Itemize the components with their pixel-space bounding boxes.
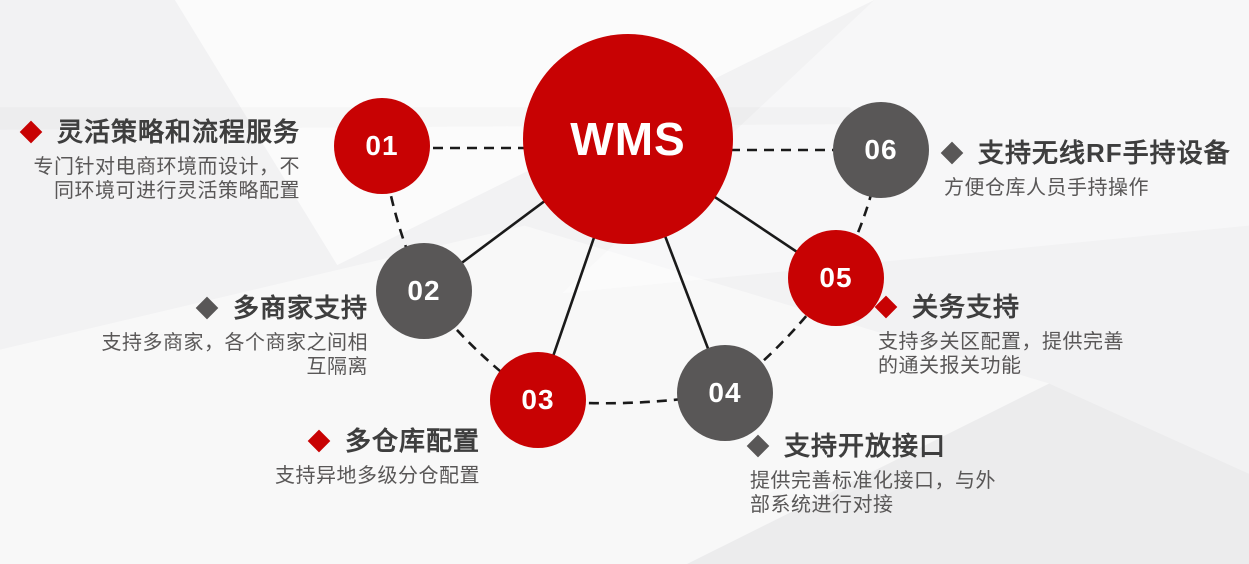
wms-label: WMS [570, 113, 686, 165]
diamond-bullet-icon [19, 120, 43, 144]
node-number: 06 [864, 134, 898, 165]
feature-desc-line: 支持多商家，各个商家之间相 [101, 332, 368, 354]
feature-desc-line: 方便仓库人员手持操作 [944, 177, 1149, 199]
diamond-bullet-icon [195, 296, 219, 320]
feature-desc-line: 互隔离 [306, 356, 368, 378]
feature-title: 支持无线RF手持设备 [978, 138, 1231, 168]
feature-desc-line: 部系统进行对接 [750, 494, 894, 516]
diamond-bullet-icon [307, 429, 331, 453]
feature-block-05: 关务支持 支持多关区配置，提供完善 的通关报关功能 [874, 291, 1124, 378]
diamond-bullet-icon [940, 141, 964, 165]
node-number: 03 [521, 384, 555, 415]
node-circle-06: 06 [833, 102, 929, 198]
feature-title: 灵活策略和流程服务 [56, 117, 300, 147]
node-circle-02: 02 [376, 243, 472, 339]
feature-block-03: 多仓库配置 支持异地多级分仓配置 [275, 425, 480, 488]
feature-title: 多商家支持 [232, 293, 368, 323]
node-number: 02 [407, 275, 441, 306]
feature-desc-line: 支持异地多级分仓配置 [275, 465, 480, 487]
feature-title: 关务支持 [912, 292, 1021, 322]
feature-title: 支持开放接口 [784, 431, 947, 461]
feature-desc-line: 的通关报关功能 [878, 355, 1022, 377]
wms-center-circle: WMS [523, 34, 733, 244]
feature-title: 多仓库配置 [344, 426, 480, 456]
feature-block-06: 支持无线RF手持设备 方便仓库人员手持操作 [940, 137, 1231, 200]
feature-desc-line: 提供完善标准化接口，与外 [750, 470, 996, 492]
diamond-bullet-icon [874, 295, 898, 319]
node-number: 01 [365, 130, 399, 161]
feature-block-04: 支持开放接口 提供完善标准化接口，与外 部系统进行对接 [746, 430, 996, 517]
feature-desc-line: 支持多关区配置，提供完善 [878, 331, 1124, 353]
node-circle-04: 04 [677, 345, 773, 441]
node-number: 05 [819, 262, 853, 293]
node-circle-05: 05 [788, 230, 884, 326]
node-circle-03: 03 [490, 352, 586, 448]
feature-block-01: 灵活策略和流程服务 专门针对电商环境而设计，不 同环境可进行灵活策略配置 [19, 116, 300, 203]
feature-desc-line: 专门针对电商环境而设计，不 [33, 156, 300, 178]
feature-desc-line: 同环境可进行灵活策略配置 [54, 180, 300, 202]
feature-block-02: 多商家支持 支持多商家，各个商家之间相 互隔离 [102, 292, 369, 379]
diamond-bullet-icon [746, 434, 770, 458]
node-circle-01: 01 [334, 98, 430, 194]
node-number: 04 [708, 377, 742, 408]
